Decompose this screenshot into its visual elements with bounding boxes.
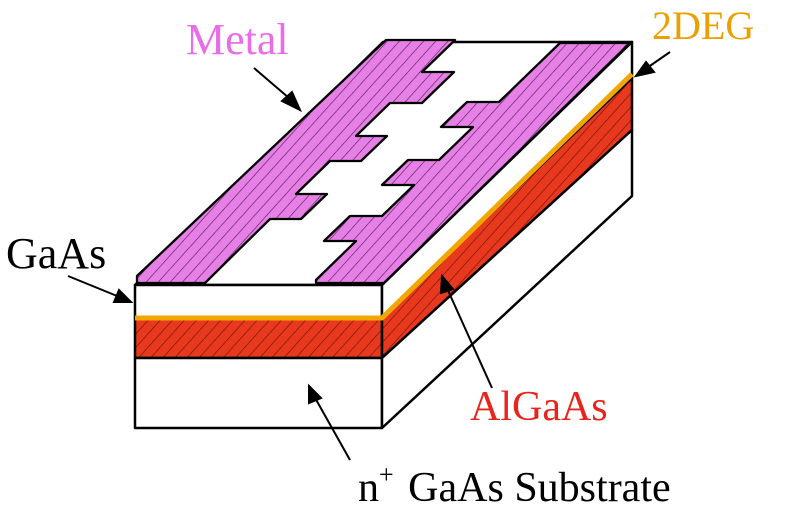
substrate-side bbox=[380, 128, 634, 430]
two-deg-arrowhead bbox=[633, 60, 656, 78]
algaas-label: AlGaAs bbox=[470, 384, 608, 430]
metal-electrode-right bbox=[314, 41, 632, 285]
substrate-label: n+ GaAs Substrate bbox=[358, 460, 671, 511]
algaas-arrowhead bbox=[439, 273, 455, 295]
gaas-label: GaAs bbox=[6, 229, 107, 278]
metal-arrowhead bbox=[280, 90, 303, 113]
gaas-arrowhead bbox=[112, 288, 134, 303]
substrate-label-rest: GaAs Substrate bbox=[397, 465, 671, 511]
metal-pattern bbox=[135, 38, 632, 285]
metal-electrode-left bbox=[135, 38, 457, 285]
gaas-layer-front bbox=[133, 283, 384, 320]
pointer-arrows bbox=[67, 51, 671, 461]
metal-label: Metal bbox=[186, 15, 289, 64]
substrate-label-superscript: + bbox=[379, 460, 394, 489]
substrate-label-prefix: n bbox=[358, 465, 379, 511]
substrate-front bbox=[133, 356, 384, 430]
algaas-layer-front bbox=[133, 316, 384, 360]
two-deg-label: 2DEG bbox=[652, 3, 755, 48]
two-deg-line bbox=[135, 72, 634, 321]
substrate-arrowhead bbox=[308, 383, 323, 405]
